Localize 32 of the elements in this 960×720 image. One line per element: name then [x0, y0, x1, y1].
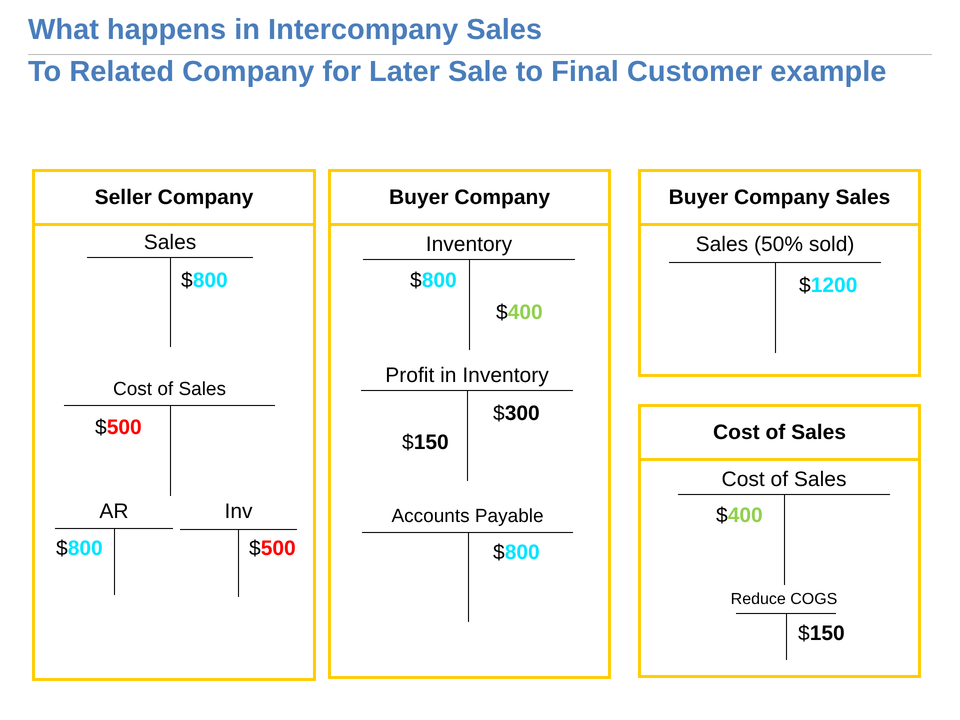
- amount: $500: [95, 415, 142, 441]
- account-name: Inv: [224, 499, 252, 525]
- panel: [32, 169, 316, 681]
- panel: [638, 404, 921, 678]
- account-name: Cost of Sales: [113, 378, 226, 402]
- account-name: Profit in Inventory: [385, 363, 549, 389]
- panel-header: Seller Company: [35, 172, 313, 226]
- amount: $400: [496, 300, 543, 326]
- amount: $150: [402, 430, 449, 456]
- amount: $800: [56, 536, 103, 562]
- account-name: Reduce COGS: [730, 590, 838, 610]
- panel-header: Buyer Company: [331, 172, 608, 226]
- account-name: Sales (50% sold): [696, 232, 854, 258]
- amount: $300: [493, 401, 540, 427]
- panel-header: Cost of Sales: [641, 407, 918, 461]
- panel-header: Buyer Company Sales: [641, 172, 918, 226]
- account-name: Cost of Sales: [722, 467, 846, 493]
- account-name: AR: [99, 499, 129, 525]
- account-name: Accounts Payable: [391, 505, 544, 529]
- account-name: Sales: [144, 230, 196, 256]
- panel: [328, 169, 611, 679]
- amount: $800: [493, 540, 540, 566]
- amount: $500: [249, 536, 296, 562]
- slide-subtitle: To Related Company for Later Sale to Final Customer example: [28, 55, 886, 89]
- panel: [638, 169, 921, 377]
- account-name: Inventory: [426, 232, 512, 258]
- amount: $800: [181, 268, 228, 294]
- amount: $1200: [799, 273, 858, 299]
- slide-title: What happens in Intercompany Sales: [28, 13, 542, 47]
- amount: $400: [716, 503, 763, 529]
- amount: $150: [798, 621, 845, 647]
- amount: $800: [410, 268, 457, 294]
